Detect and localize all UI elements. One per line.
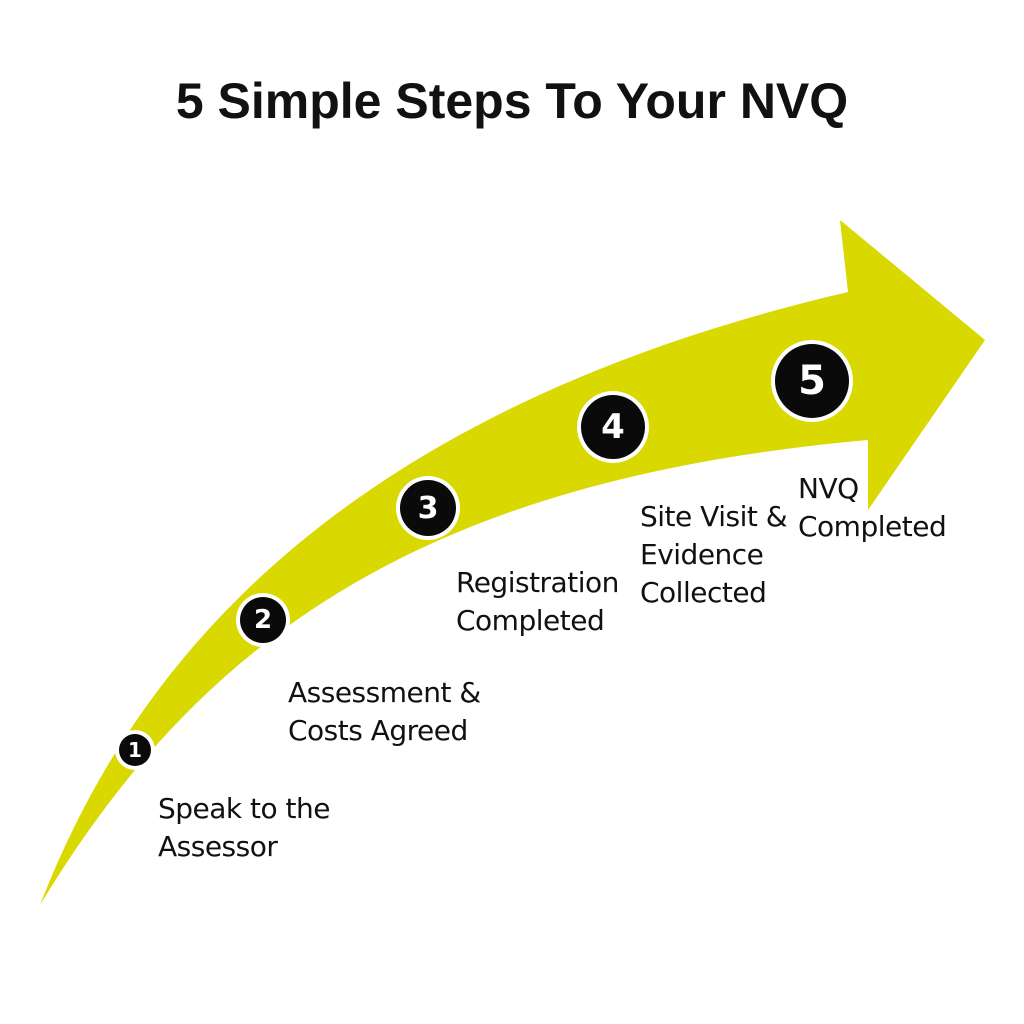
step-5-number: 5 [798, 358, 826, 404]
step-2-label-line: Costs Agreed [288, 714, 468, 747]
page-title: 5 Simple Steps To Your NVQ [175, 73, 849, 129]
step-2-label-line: Assessment & [288, 676, 481, 709]
step-5-badge: 5 [775, 344, 849, 418]
step-1-badge: 1 [119, 734, 151, 766]
step-4-number: 4 [601, 407, 625, 447]
step-1-label: Speak to the Assessor [158, 790, 331, 866]
step-4-label-line: Site Visit & [640, 500, 788, 533]
step-4-label: Site Visit & Evidence Collected [640, 498, 788, 612]
step-3-label-line: Completed [456, 604, 605, 637]
arrow-shape [40, 220, 985, 905]
step-3-badge: 3 [400, 480, 456, 536]
step-4-badge: 4 [581, 395, 645, 459]
step-3-label-line: Registration [456, 566, 619, 599]
step-1-label-line: Speak to the [158, 792, 331, 825]
step-2-label: Assessment & Costs Agreed [288, 674, 481, 750]
step-4-label-line: Collected [640, 576, 767, 609]
step-4-label-line: Evidence [640, 538, 764, 571]
step-5-label-line: Completed [798, 510, 947, 543]
step-1-number: 1 [128, 738, 142, 762]
step-2-number: 2 [253, 605, 273, 635]
step-2-badge: 2 [240, 597, 286, 643]
step-5-label: NVQ Completed [798, 470, 947, 546]
step-1-label-line: Assessor [158, 830, 278, 863]
step-3-label: Registration Completed [456, 564, 619, 640]
step-3-number: 3 [417, 490, 439, 526]
step-5-label-line: NVQ [798, 472, 859, 505]
